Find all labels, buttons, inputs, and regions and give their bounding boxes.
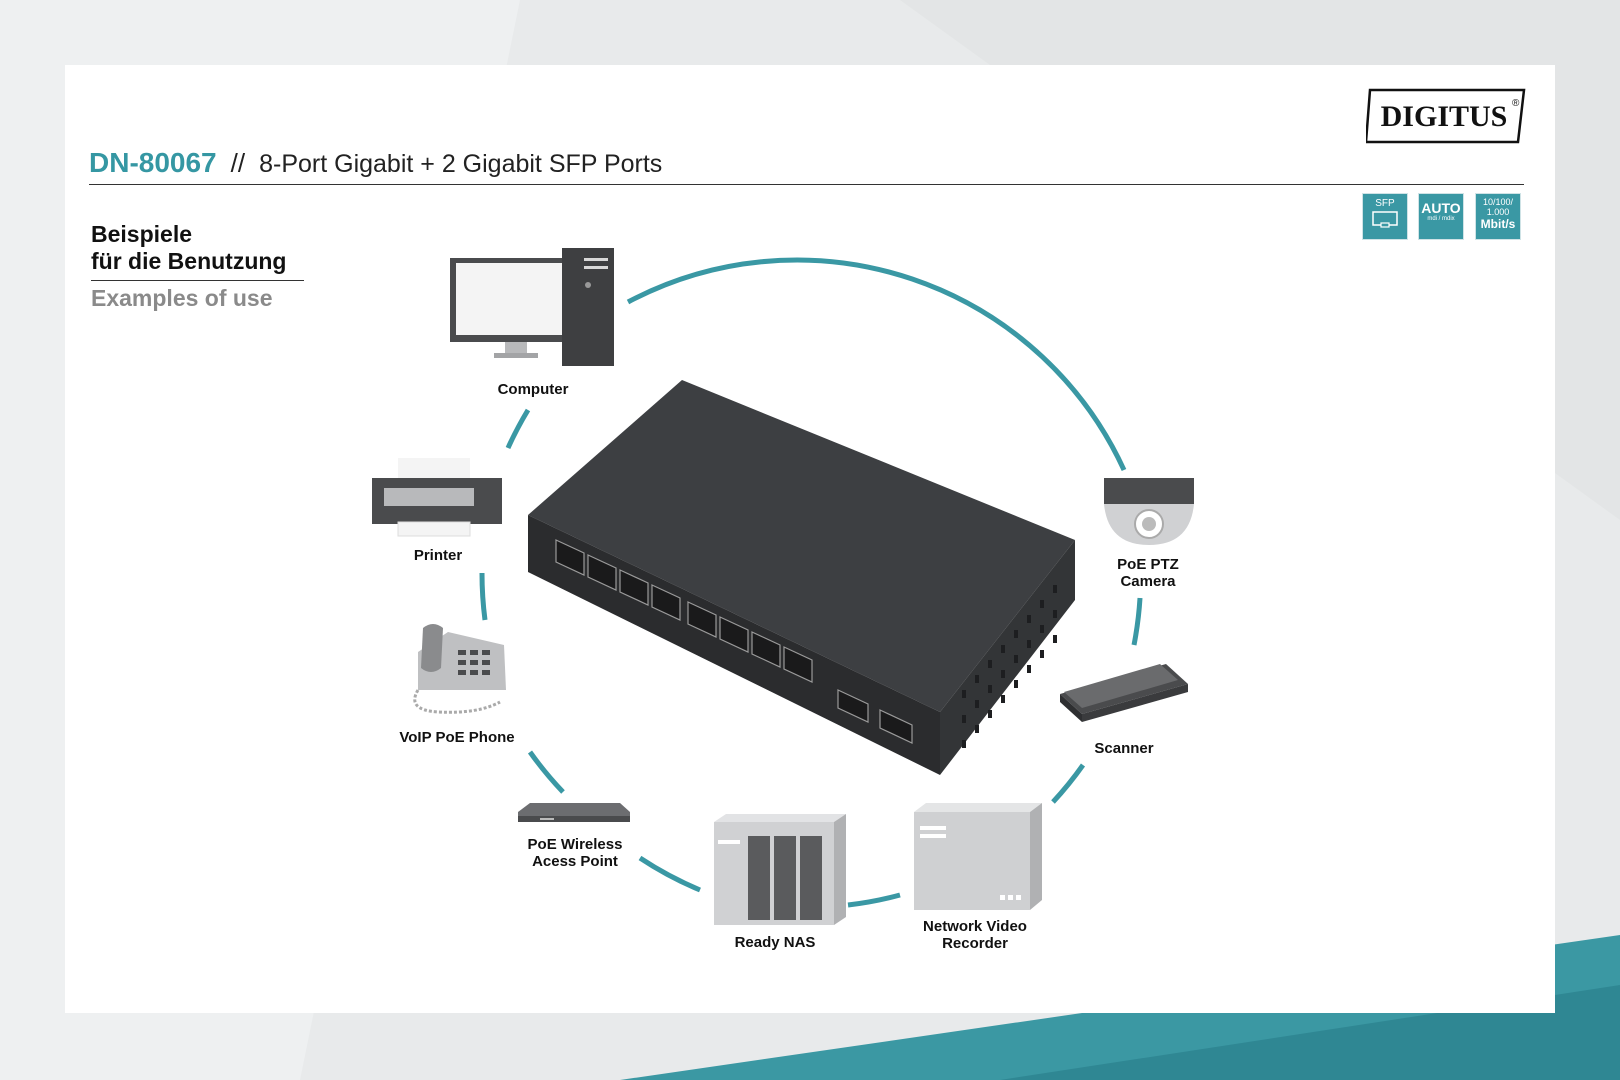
rj45-port-4 <box>651 584 681 621</box>
ring-arc-camera-scanner <box>1131 597 1143 646</box>
ring-arc-ap-phone <box>527 750 565 794</box>
ring-arc-phone-printer <box>479 572 488 621</box>
auto-badge-label: AUTO <box>1421 200 1461 216</box>
auto-mdix-badge: AUTO mdi / mdix <box>1418 193 1464 240</box>
model-number: DN-80067 <box>89 147 217 178</box>
mdix-badge-label: mdi / mdix <box>1427 216 1455 222</box>
rj45-port-7 <box>751 631 781 668</box>
phone-icon <box>413 624 506 714</box>
device-label-nvr: Network Video Recorder <box>923 918 1027 952</box>
logo-text: DIGITUS <box>1381 100 1508 133</box>
camera-icon <box>1104 478 1194 545</box>
access-point-icon <box>518 803 630 822</box>
device-label-camera: PoE PTZ Camera <box>1117 556 1179 590</box>
ring-arc-printer-computer <box>505 408 531 450</box>
page-title: DN-80067 // 8-Port Gigabit + 2 Gigabit SFP… <box>89 147 662 179</box>
title-separator: // <box>230 148 246 178</box>
device-label-nas: Ready NAS <box>734 934 816 951</box>
sfp-badge: SFP <box>1362 193 1408 240</box>
title-rule <box>89 184 1524 185</box>
ring-arc-nas-ap <box>638 855 701 893</box>
speed-badge-line2: 1.000 <box>1486 207 1510 217</box>
computer-icon <box>450 248 614 366</box>
rj45-port-3 <box>619 569 649 606</box>
network-switch <box>528 380 1075 775</box>
connection-ring <box>479 257 1143 908</box>
printer-icon <box>372 458 502 537</box>
sfp-port-1 <box>837 689 869 723</box>
section-title-rule <box>91 280 304 281</box>
section-title-english: Examples of use <box>91 285 273 311</box>
nvr-icon <box>914 803 1042 910</box>
device-label-computer: Computer <box>497 381 569 398</box>
ring-arc-scanner-nvr <box>1051 763 1086 804</box>
section-title-line2: für die Benutzung <box>91 248 287 274</box>
nas-icon <box>714 814 846 925</box>
logo-registered-mark: ® <box>1512 98 1520 109</box>
rj45-port-2 <box>587 554 617 591</box>
device-label-printer: Printer <box>413 547 463 564</box>
speed-badge: 10/100/ 1.000 Mbit/s <box>1475 193 1521 240</box>
ring-arc-computer-camera <box>626 257 1127 472</box>
digitus-logo: DIGITUS ® <box>1366 88 1526 144</box>
sfp-badge-label: SFP <box>1375 198 1395 209</box>
device-label-access-point: PoE Wireless Acess Point <box>527 836 623 870</box>
product-subtitle: 8-Port Gigabit + 2 Gigabit SFP Ports <box>259 150 663 178</box>
scanner-icon <box>1060 664 1188 722</box>
device-label-scanner: Scanner <box>1094 740 1154 757</box>
section-title-german: Beispiele für die Benutzung <box>91 221 286 275</box>
rj45-port-1 <box>555 539 585 576</box>
ring-arc-nvr-nas <box>847 892 901 908</box>
speed-badge-line3: Mbit/s <box>1480 217 1516 231</box>
rj45-port-5 <box>687 601 717 638</box>
rj45-port-6 <box>719 616 749 653</box>
rj45-port-8 <box>783 646 813 683</box>
sfp-port-2 <box>879 709 913 744</box>
sfp-port-icon <box>1372 211 1398 228</box>
speed-badge-line1: 10/100/ <box>1482 197 1514 207</box>
section-title-line1: Beispiele <box>91 221 192 247</box>
device-label-phone: VoIP PoE Phone <box>399 729 515 746</box>
